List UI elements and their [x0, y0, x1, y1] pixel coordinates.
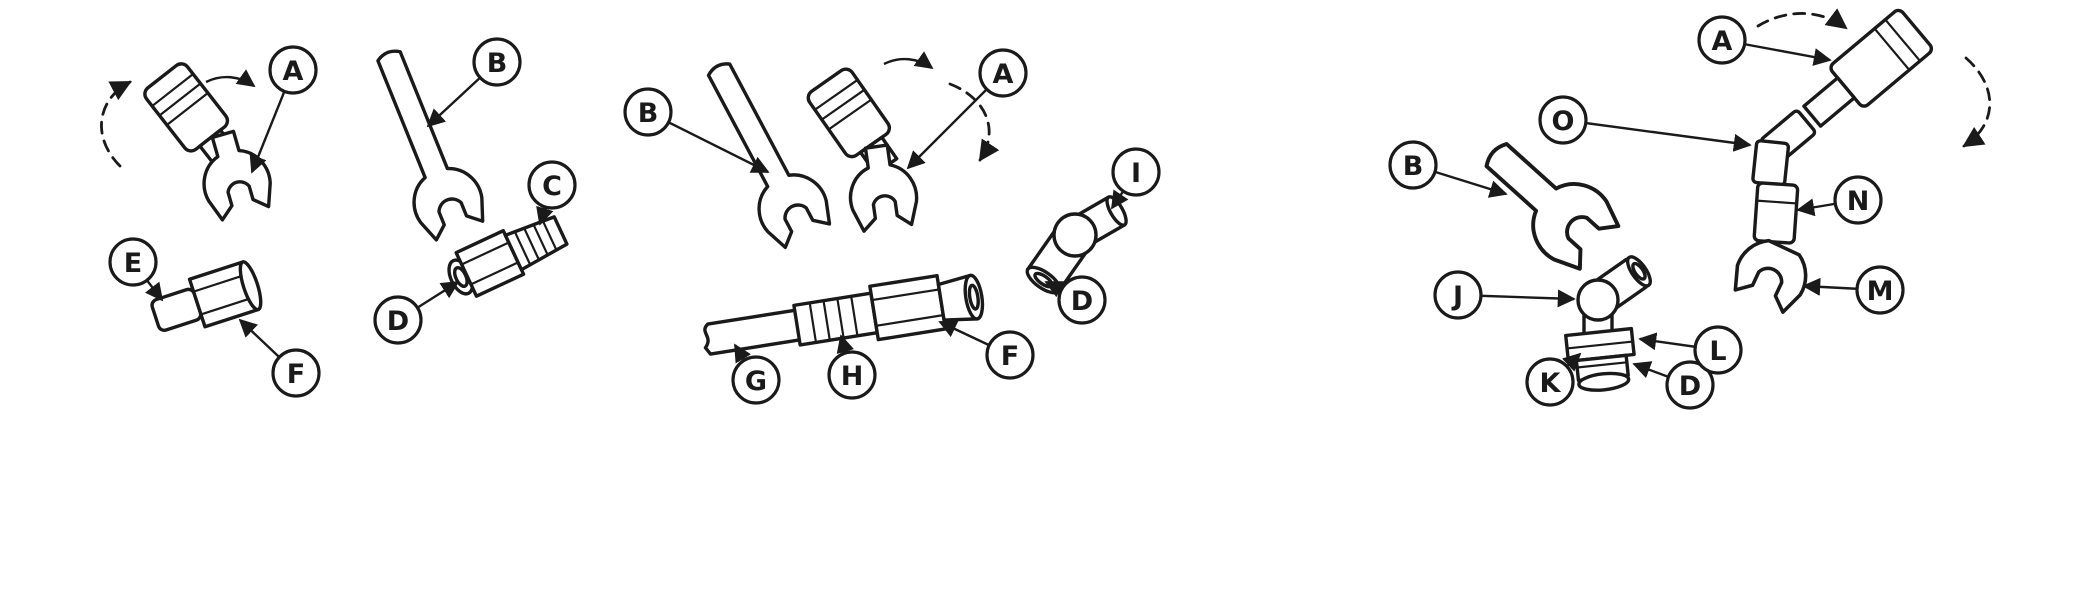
callout-c: C: [527, 160, 577, 210]
callout-f: F: [271, 348, 321, 398]
callout-o: O: [1538, 95, 1588, 145]
callout-label: N: [1847, 186, 1870, 217]
callout-label: E: [124, 248, 142, 279]
callout-circle: [1855, 265, 1905, 315]
callout-label: L: [1709, 336, 1726, 367]
callout-label: A: [283, 56, 304, 87]
callout-j: J: [1433, 270, 1483, 320]
callout-circle: [623, 87, 673, 137]
callout-circle: [1111, 147, 1161, 197]
callout-circle: [985, 330, 1035, 380]
callout-label: F: [287, 359, 305, 390]
callout-circle: [108, 237, 158, 287]
callout-label: D: [1679, 371, 1701, 402]
callout-label: G: [745, 366, 767, 397]
callout-g: G: [731, 355, 781, 405]
callout-circle: [1833, 175, 1883, 225]
callout-d: D: [1057, 275, 1107, 325]
elbow-fitting-drawing-3: [1576, 255, 1652, 340]
callout-circle: [268, 45, 318, 95]
open-end-wrench-drawing-2: [685, 48, 840, 254]
callout-a: A: [978, 48, 1028, 98]
callout-circle: [1697, 15, 1747, 65]
rotation-arrow-dashed-3a: [1756, 8, 1848, 30]
callout-k: K: [1525, 357, 1575, 407]
callout-circle: [271, 348, 321, 398]
callout-b: B: [623, 87, 673, 137]
tube-union-drawing: [703, 273, 985, 356]
callout-circle: [1433, 270, 1483, 320]
callout-circle: [472, 37, 522, 87]
callout-circle: [1538, 95, 1588, 145]
callout-b: B: [472, 37, 522, 87]
rotation-arrow-dashed: [100, 80, 132, 168]
callout-label: D: [387, 306, 409, 337]
callouts-2: A B D F G H I: [623, 48, 1161, 405]
callout-label: H: [841, 361, 864, 392]
callout-d: D: [1665, 360, 1715, 410]
union-fitting-drawing: [447, 215, 569, 298]
callouts: A B C D E F: [108, 37, 577, 398]
callout-circle: [373, 295, 423, 345]
callout-label: I: [1131, 158, 1141, 189]
rotation-arrow-solid: [205, 69, 256, 88]
rotation-arrow-dashed-2: [948, 82, 1000, 162]
callout-label: B: [638, 98, 659, 129]
callout-label: J: [1451, 281, 1463, 312]
callout-label: K: [1540, 368, 1562, 399]
rotation-arrow-solid-2: [883, 51, 934, 70]
callout-circle: [1525, 357, 1575, 407]
leader-lines-3: [1412, 38, 1881, 387]
callout-circle: [1693, 325, 1743, 375]
callout-label: A: [993, 59, 1014, 90]
callout-circle: [527, 160, 577, 210]
callout-a: A: [268, 45, 318, 95]
callout-l: L: [1693, 325, 1743, 375]
panel-tube-union: A B D F G H I: [623, 48, 1161, 405]
panel-elbow-crowfoot: A B D J K L M: [1388, 8, 1992, 410]
callout-circle: [1388, 140, 1438, 190]
cap-fitting-drawing: [150, 260, 263, 332]
callout-label: F: [1001, 341, 1019, 372]
crowfoot-claw-drawing: [1725, 231, 1818, 318]
open-end-wrench-drawing: [354, 38, 493, 245]
callout-i: I: [1111, 147, 1161, 197]
callout-label: D: [1071, 286, 1093, 317]
callout-circle: [978, 48, 1028, 98]
callout-circle: [731, 355, 781, 405]
swivel-adapter-drawing: [1751, 109, 1817, 187]
nut-stack-drawing: [1564, 326, 1636, 392]
callout-a: A: [1697, 15, 1747, 65]
panel-straight-fitting: A B C D E F: [100, 37, 577, 398]
open-end-wrench-drawing-3: [1464, 120, 1628, 280]
callout-label: A: [1712, 26, 1733, 57]
callout-m: M: [1855, 265, 1905, 315]
callout-circle: [1665, 360, 1715, 410]
callout-h: H: [827, 350, 877, 400]
socket-driver-drawing: [1802, 8, 1934, 128]
callout-b: B: [1388, 140, 1438, 190]
callout-label: B: [487, 48, 508, 79]
callout-e: E: [108, 237, 158, 287]
callout-circle: [1057, 275, 1107, 325]
callout-n: N: [1833, 175, 1883, 225]
crowfoot-shank-drawing: [1752, 181, 1800, 245]
callouts-3: A B D J K L M: [1388, 15, 1905, 410]
callout-label: M: [1867, 276, 1894, 307]
rotation-arrow-dashed-3b: [1962, 56, 1992, 148]
callout-label: C: [542, 171, 562, 202]
callout-circle: [827, 350, 877, 400]
callout-d: D: [373, 295, 423, 345]
callout-f: F: [985, 330, 1035, 380]
callout-label: B: [1403, 151, 1424, 182]
callout-label: O: [1552, 106, 1575, 137]
